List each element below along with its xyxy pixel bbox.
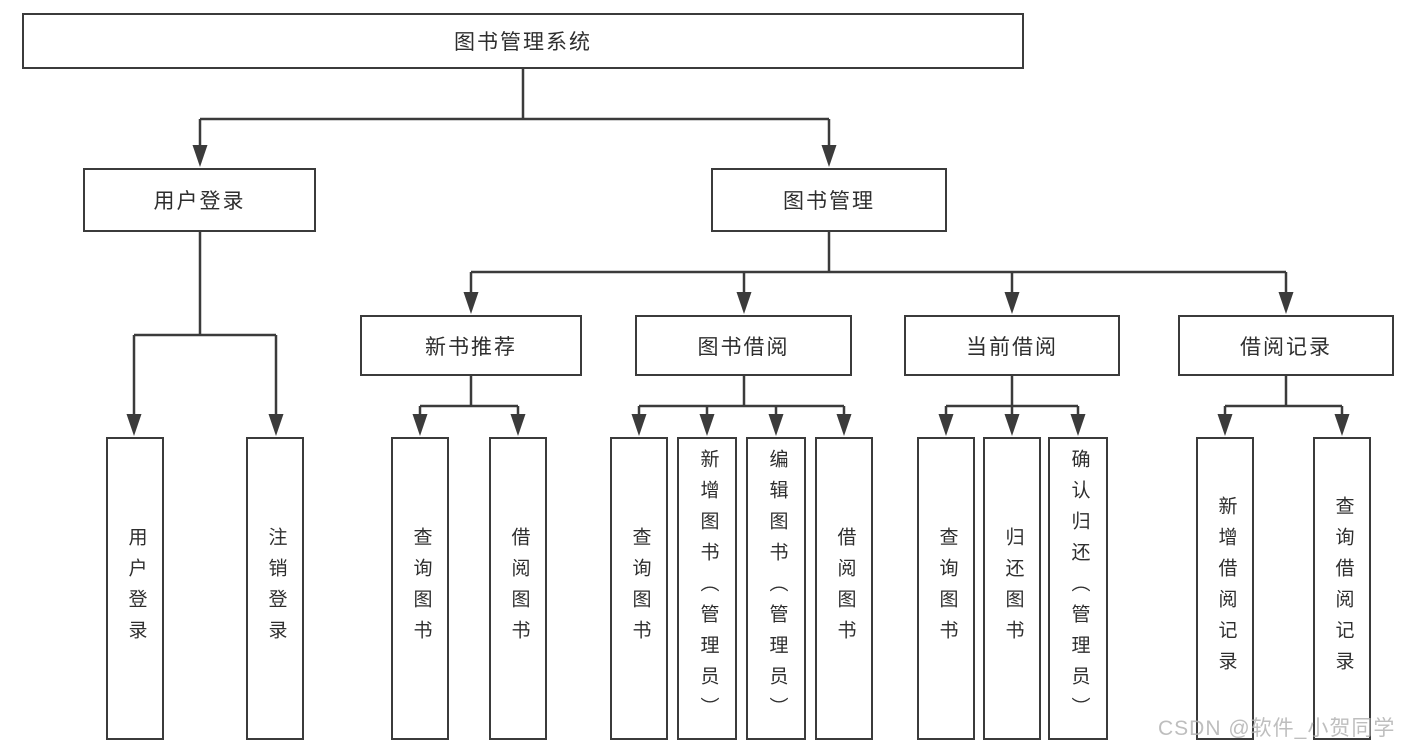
- node-user-login: 用户登录: [83, 168, 316, 232]
- node-current-borrowing-label: 当前借阅: [966, 335, 1058, 359]
- node-borrowing-records-label: 借阅记录: [1240, 335, 1332, 359]
- leaf-query-books-current: 查询图书: [917, 437, 975, 740]
- arrowhead-icons: [126, 145, 1350, 436]
- leaf-query-books-current-label: 查询图书: [936, 526, 958, 651]
- node-borrowing-records: 借阅记录: [1178, 315, 1394, 376]
- leaf-borrow-books-borrowing-label: 借阅图书: [834, 526, 856, 651]
- node-root: 图书管理系统: [22, 13, 1024, 69]
- leaf-user-login-label: 用户登录: [125, 526, 147, 651]
- leaf-query-books-borrowing-label: 查询图书: [629, 526, 651, 651]
- leaf-logout: 注销登录: [246, 437, 304, 740]
- leaf-logout-label: 注销登录: [265, 526, 287, 651]
- leaf-confirm-return-admin-label: 确认归还（管理员）: [1068, 449, 1090, 728]
- leaf-edit-books-admin-label: 编辑图书（管理员）: [766, 449, 788, 728]
- node-new-book-recommend-label: 新书推荐: [425, 335, 517, 359]
- leaf-confirm-return-admin: 确认归还（管理员）: [1048, 437, 1108, 740]
- leaf-edit-books-admin: 编辑图书（管理员）: [746, 437, 806, 740]
- node-user-login-label: 用户登录: [153, 190, 246, 213]
- node-root-label: 图书管理系统: [454, 31, 592, 54]
- leaf-borrow-books-recommend-label: 借阅图书: [508, 526, 530, 651]
- node-current-borrowing: 当前借阅: [904, 315, 1120, 376]
- node-book-management: 图书管理: [711, 168, 947, 232]
- node-book-borrowing-label: 图书借阅: [697, 335, 790, 359]
- node-book-management-label: 图书管理: [783, 190, 875, 213]
- node-book-borrowing: 图书借阅: [635, 315, 852, 376]
- leaf-add-books-admin-label: 新增图书（管理员）: [697, 449, 719, 728]
- leaf-query-books-recommend-label: 查询图书: [410, 526, 432, 651]
- watermark: CSDN @软件_小贺同学: [1158, 717, 1396, 740]
- leaf-borrow-books-recommend: 借阅图书: [489, 437, 547, 740]
- leaf-add-borrow-record: 新增借阅记录: [1196, 437, 1254, 740]
- leaf-query-books-borrowing: 查询图书: [610, 437, 668, 740]
- leaf-query-books-recommend: 查询图书: [391, 437, 449, 740]
- leaf-return-books: 归还图书: [983, 437, 1041, 740]
- leaf-add-borrow-record-label: 新增借阅记录: [1215, 495, 1237, 682]
- leaf-query-borrow-record: 查询借阅记录: [1313, 437, 1371, 740]
- leaf-user-login: 用户登录: [106, 437, 164, 740]
- leaf-query-borrow-record-label: 查询借阅记录: [1332, 495, 1354, 682]
- leaf-add-books-admin: 新增图书（管理员）: [677, 437, 737, 740]
- leaf-return-books-label: 归还图书: [1002, 526, 1024, 651]
- leaf-borrow-books-borrowing: 借阅图书: [815, 437, 873, 740]
- node-new-book-recommend: 新书推荐: [360, 315, 582, 376]
